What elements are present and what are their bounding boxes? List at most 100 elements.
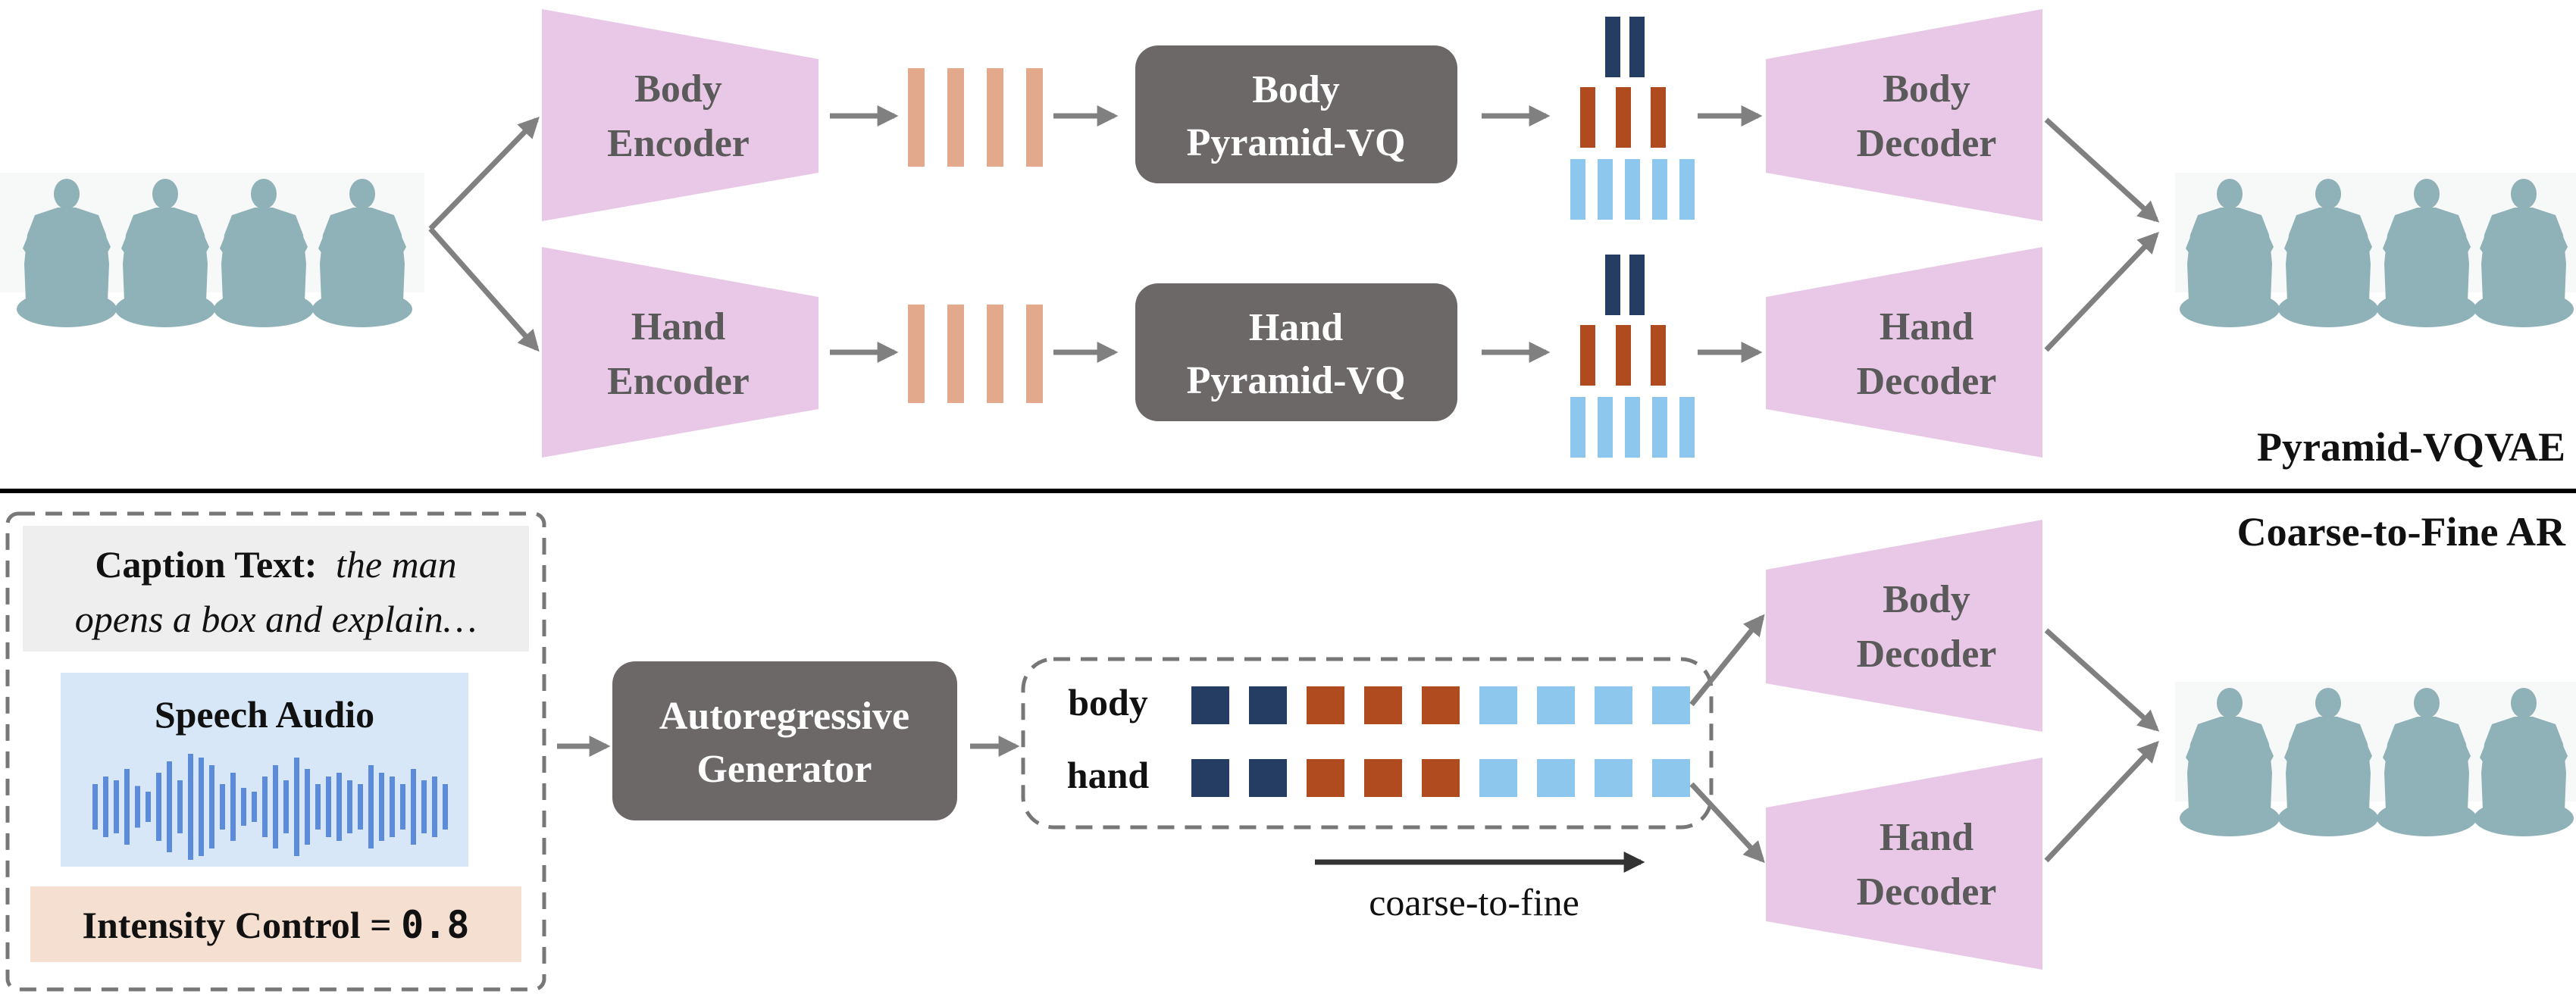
arrow-to-hand-encoder: [428, 227, 540, 352]
waveform-bar: [411, 769, 416, 845]
waveform-bar: [358, 784, 363, 830]
waveform-bar: [92, 784, 98, 830]
row-hand-label: hand: [1067, 754, 1150, 796]
waveform-bar: [390, 777, 395, 837]
coarse-to-fine-label: coarse-to-fine: [1369, 881, 1579, 923]
fine-token: [1652, 397, 1667, 458]
body-encoder-label-1: Body: [634, 67, 722, 111]
hand-vq-label-2: Pyramid-VQ: [1187, 359, 1406, 402]
sequence-token: [1652, 686, 1690, 724]
arrow-bottom-hand-decoder-to-output: [2044, 740, 2159, 863]
sequence-token: [1191, 686, 1229, 724]
bottom-body-decoder-label-1: Body: [1883, 578, 1970, 621]
sequence-token: [1595, 759, 1632, 797]
waveform-bar: [252, 792, 257, 822]
caption-line-1: Caption Text: the man: [95, 543, 456, 586]
body-encoder-label-2: Encoder: [607, 122, 750, 165]
mid-token: [1651, 325, 1666, 386]
hand-vq-label-1: Hand: [1249, 306, 1343, 349]
body-latent-tokens: [908, 68, 1043, 167]
caption-text-1: the man: [336, 543, 457, 586]
latent-token: [987, 68, 1003, 167]
hand-pyramid-tokens: [1570, 255, 1695, 458]
sequence-token: [1191, 759, 1229, 797]
body-pyramid-tokens: [1570, 17, 1695, 220]
hand-latent-tokens: [908, 305, 1043, 403]
sequence-token: [1595, 686, 1632, 724]
sequence-token: [1479, 759, 1517, 797]
waveform-bar: [177, 780, 183, 833]
waveform-bar: [432, 777, 437, 837]
waveform-bar: [262, 777, 268, 837]
top-body-decoder: Body Decoder: [1766, 9, 2042, 221]
sequence-token: [1364, 759, 1402, 797]
waveform-bar: [241, 788, 246, 826]
sequence-token: [1537, 759, 1575, 797]
sequence-token: [1652, 759, 1690, 797]
waveform-bar: [114, 780, 119, 833]
arrow-hand-decoder-to-output: [2044, 231, 2159, 352]
top-body-decoder-label-2: Decoder: [1857, 122, 1997, 165]
fine-token: [1570, 159, 1585, 220]
sequence-token: [1422, 686, 1460, 724]
conditions-panel: Caption Text: the man opens a box and ex…: [5, 511, 546, 992]
arrow-tokens-to-bottom-hand-decoder: [1689, 782, 1765, 864]
fine-token: [1625, 397, 1640, 458]
hand-encoder-label-2: Encoder: [607, 360, 750, 403]
arrow-bottom-body-decoder-to-output: [2044, 628, 2160, 732]
hand-encoder: Hand Encoder: [542, 247, 818, 458]
speech-audio-label: Speech Audio: [155, 693, 374, 736]
mid-token: [1580, 87, 1595, 148]
top-body-decoder-label-1: Body: [1883, 67, 1970, 111]
intensity-label: Intensity Control =: [83, 904, 402, 946]
bottom-hand-decoder: Hand Decoder: [1766, 758, 2042, 970]
mid-token: [1651, 87, 1666, 148]
arrow-body-decoder-to-output: [2044, 117, 2160, 223]
output-pose-sequence-top: [2175, 173, 2576, 327]
audio-waveform-icon: [92, 754, 448, 860]
body-encoder: Body Encoder: [542, 9, 818, 221]
waveform-bar: [188, 754, 193, 860]
waveform-bar: [124, 769, 130, 845]
waveform-bar: [315, 784, 321, 830]
generator-label-1: Autoregressive: [659, 695, 909, 738]
caption-text-2: opens a box and explain…: [75, 598, 477, 640]
body-pyramid-vq: Body Pyramid-VQ: [1135, 45, 1457, 183]
latent-token: [947, 68, 964, 167]
waveform-bar: [336, 773, 342, 841]
coarse-to-fine-ar-label: Coarse-to-Fine AR: [2237, 509, 2566, 555]
waveform-bar: [103, 777, 108, 837]
bottom-hand-decoder-label-1: Hand: [1880, 816, 1973, 859]
sequence-token: [1479, 686, 1517, 724]
waveform-bar: [135, 786, 140, 828]
latent-token: [987, 305, 1003, 403]
waveform-bar: [199, 758, 204, 856]
token-rows: [1191, 686, 1690, 797]
waveform-bar: [294, 758, 299, 856]
sequence-token: [1307, 686, 1344, 724]
waveform-bar: [368, 765, 374, 848]
waveform-bar: [379, 773, 384, 841]
waveform-bar: [209, 765, 214, 848]
row-body-label: body: [1068, 681, 1148, 723]
body-vq-label-1: Body: [1252, 68, 1340, 111]
sequence-token: [1422, 759, 1460, 797]
input-pose-sequence: [0, 173, 424, 327]
top-hand-decoder: Hand Decoder: [1766, 247, 2042, 458]
fine-token: [1679, 159, 1695, 220]
fine-token: [1570, 397, 1585, 458]
mid-token: [1616, 325, 1631, 386]
latent-token: [947, 305, 964, 403]
output-pose-sequence-bottom: [2175, 682, 2576, 836]
intensity-control-text: Intensity Control = 0.8: [83, 903, 470, 947]
token-sequence-panel: body hand: [1021, 657, 1714, 830]
fine-token: [1652, 159, 1667, 220]
autoregressive-generator: Autoregressive Generator: [612, 661, 957, 820]
waveform-bar: [305, 769, 310, 845]
body-vq-label-2: Pyramid-VQ: [1187, 121, 1406, 164]
intensity-control-box: [30, 886, 521, 962]
waveform-bar: [326, 777, 331, 837]
caption-label: Caption Text:: [95, 543, 317, 586]
bottom-hand-decoder-label-2: Decoder: [1857, 870, 1997, 914]
